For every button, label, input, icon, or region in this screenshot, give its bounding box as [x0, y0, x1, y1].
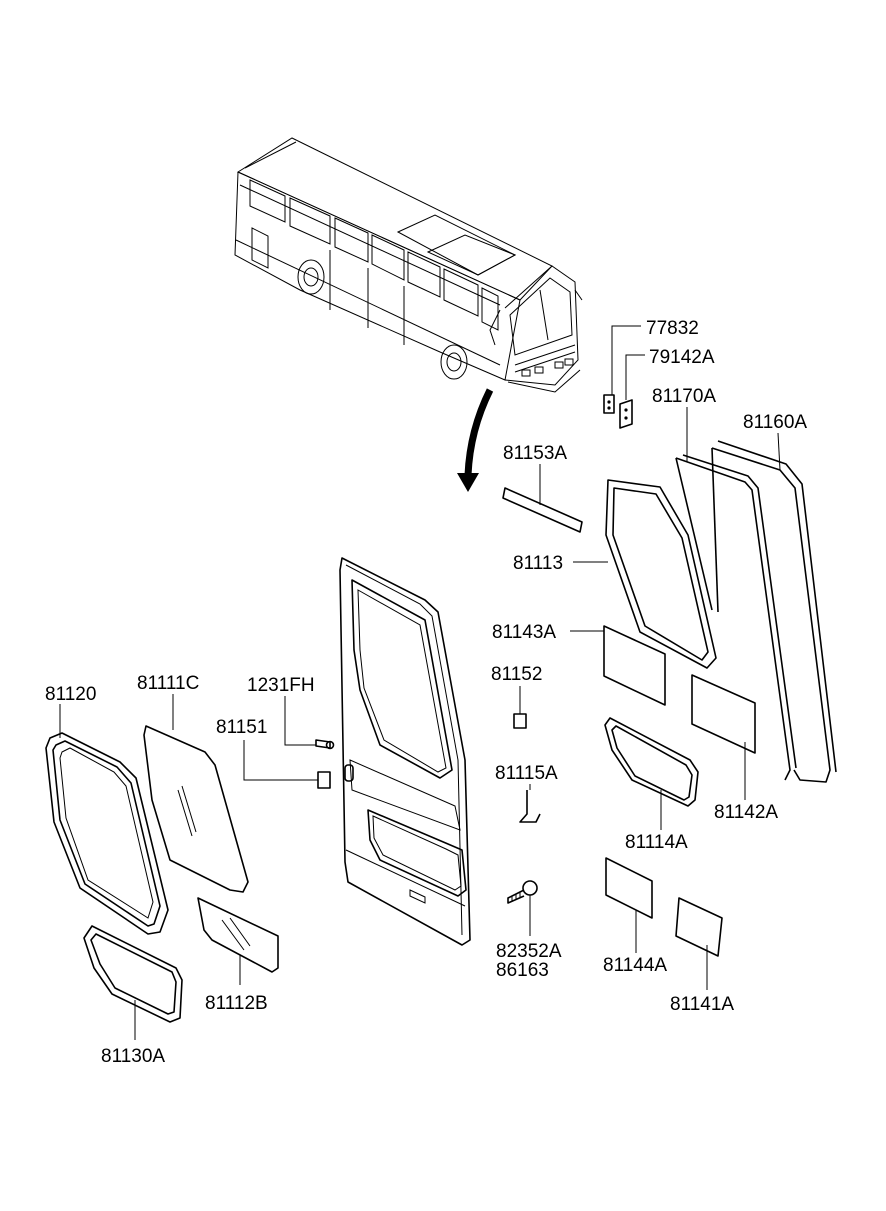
label-81151[interactable]: 81151	[216, 717, 267, 738]
leader-lines	[59, 325, 781, 1040]
label-81153A[interactable]: 81153A	[503, 443, 567, 464]
label-81160A[interactable]: 81160A	[743, 412, 807, 433]
label-82352A[interactable]: 82352A	[496, 941, 562, 962]
part-81114A-frame[interactable]	[604, 717, 699, 807]
label-81114A[interactable]: 81114A	[625, 832, 688, 853]
part-labels: 77832 79142A 81170A 81160A 81153A 81113 …	[45, 318, 807, 1067]
part-81130A-frame[interactable]	[83, 925, 183, 1023]
label-81142A[interactable]: 81142A	[714, 802, 778, 823]
label-81115A[interactable]: 81115A	[495, 763, 558, 784]
part-81120-frame[interactable]	[45, 732, 169, 935]
label-81144A[interactable]: 81144A	[603, 955, 667, 976]
part-81153A-strip[interactable]	[502, 487, 583, 533]
label-86163[interactable]: 86163	[496, 960, 549, 981]
label-81141A[interactable]: 81141A	[670, 994, 734, 1015]
part-81141A-glass[interactable]	[675, 897, 723, 957]
part-81115A-clip[interactable]	[519, 790, 541, 823]
pointer-arrow	[457, 388, 494, 492]
part-81112B-glass[interactable]	[197, 897, 279, 973]
part-77832-hinge[interactable]	[603, 394, 615, 414]
part-81152-pad[interactable]	[513, 713, 527, 729]
label-81152[interactable]: 81152	[491, 664, 542, 685]
label-81113[interactable]: 81113	[513, 553, 563, 574]
label-81170A[interactable]: 81170A	[652, 386, 716, 407]
label-77832[interactable]: 77832	[646, 318, 699, 339]
part-81143A-glass[interactable]	[603, 625, 666, 706]
label-79142A[interactable]: 79142A	[649, 347, 715, 368]
label-1231FH[interactable]: 1231FH	[247, 675, 315, 696]
part-81170A-seal[interactable]	[675, 454, 797, 781]
label-81130A[interactable]: 81130A	[101, 1046, 165, 1067]
door-panel[interactable]	[339, 557, 471, 946]
label-81143A[interactable]: 81143A	[492, 622, 556, 643]
bus-illustration	[234, 137, 583, 393]
label-81111C[interactable]: 81111C	[137, 673, 199, 694]
part-81144A-glass[interactable]	[605, 857, 653, 919]
part-81111C-glass[interactable]	[143, 725, 249, 893]
part-1231FH-screw[interactable]	[315, 739, 335, 750]
part-82352A-bolt[interactable]	[507, 880, 538, 904]
part-81113-window-frame[interactable]	[605, 479, 717, 669]
part-81142A-glass[interactable]	[691, 674, 756, 754]
label-81112B[interactable]: 81112B	[205, 993, 268, 1014]
label-81120[interactable]: 81120	[45, 684, 96, 705]
part-79142A-hinge[interactable]	[619, 399, 633, 429]
part-81151-clip[interactable]	[317, 771, 331, 789]
